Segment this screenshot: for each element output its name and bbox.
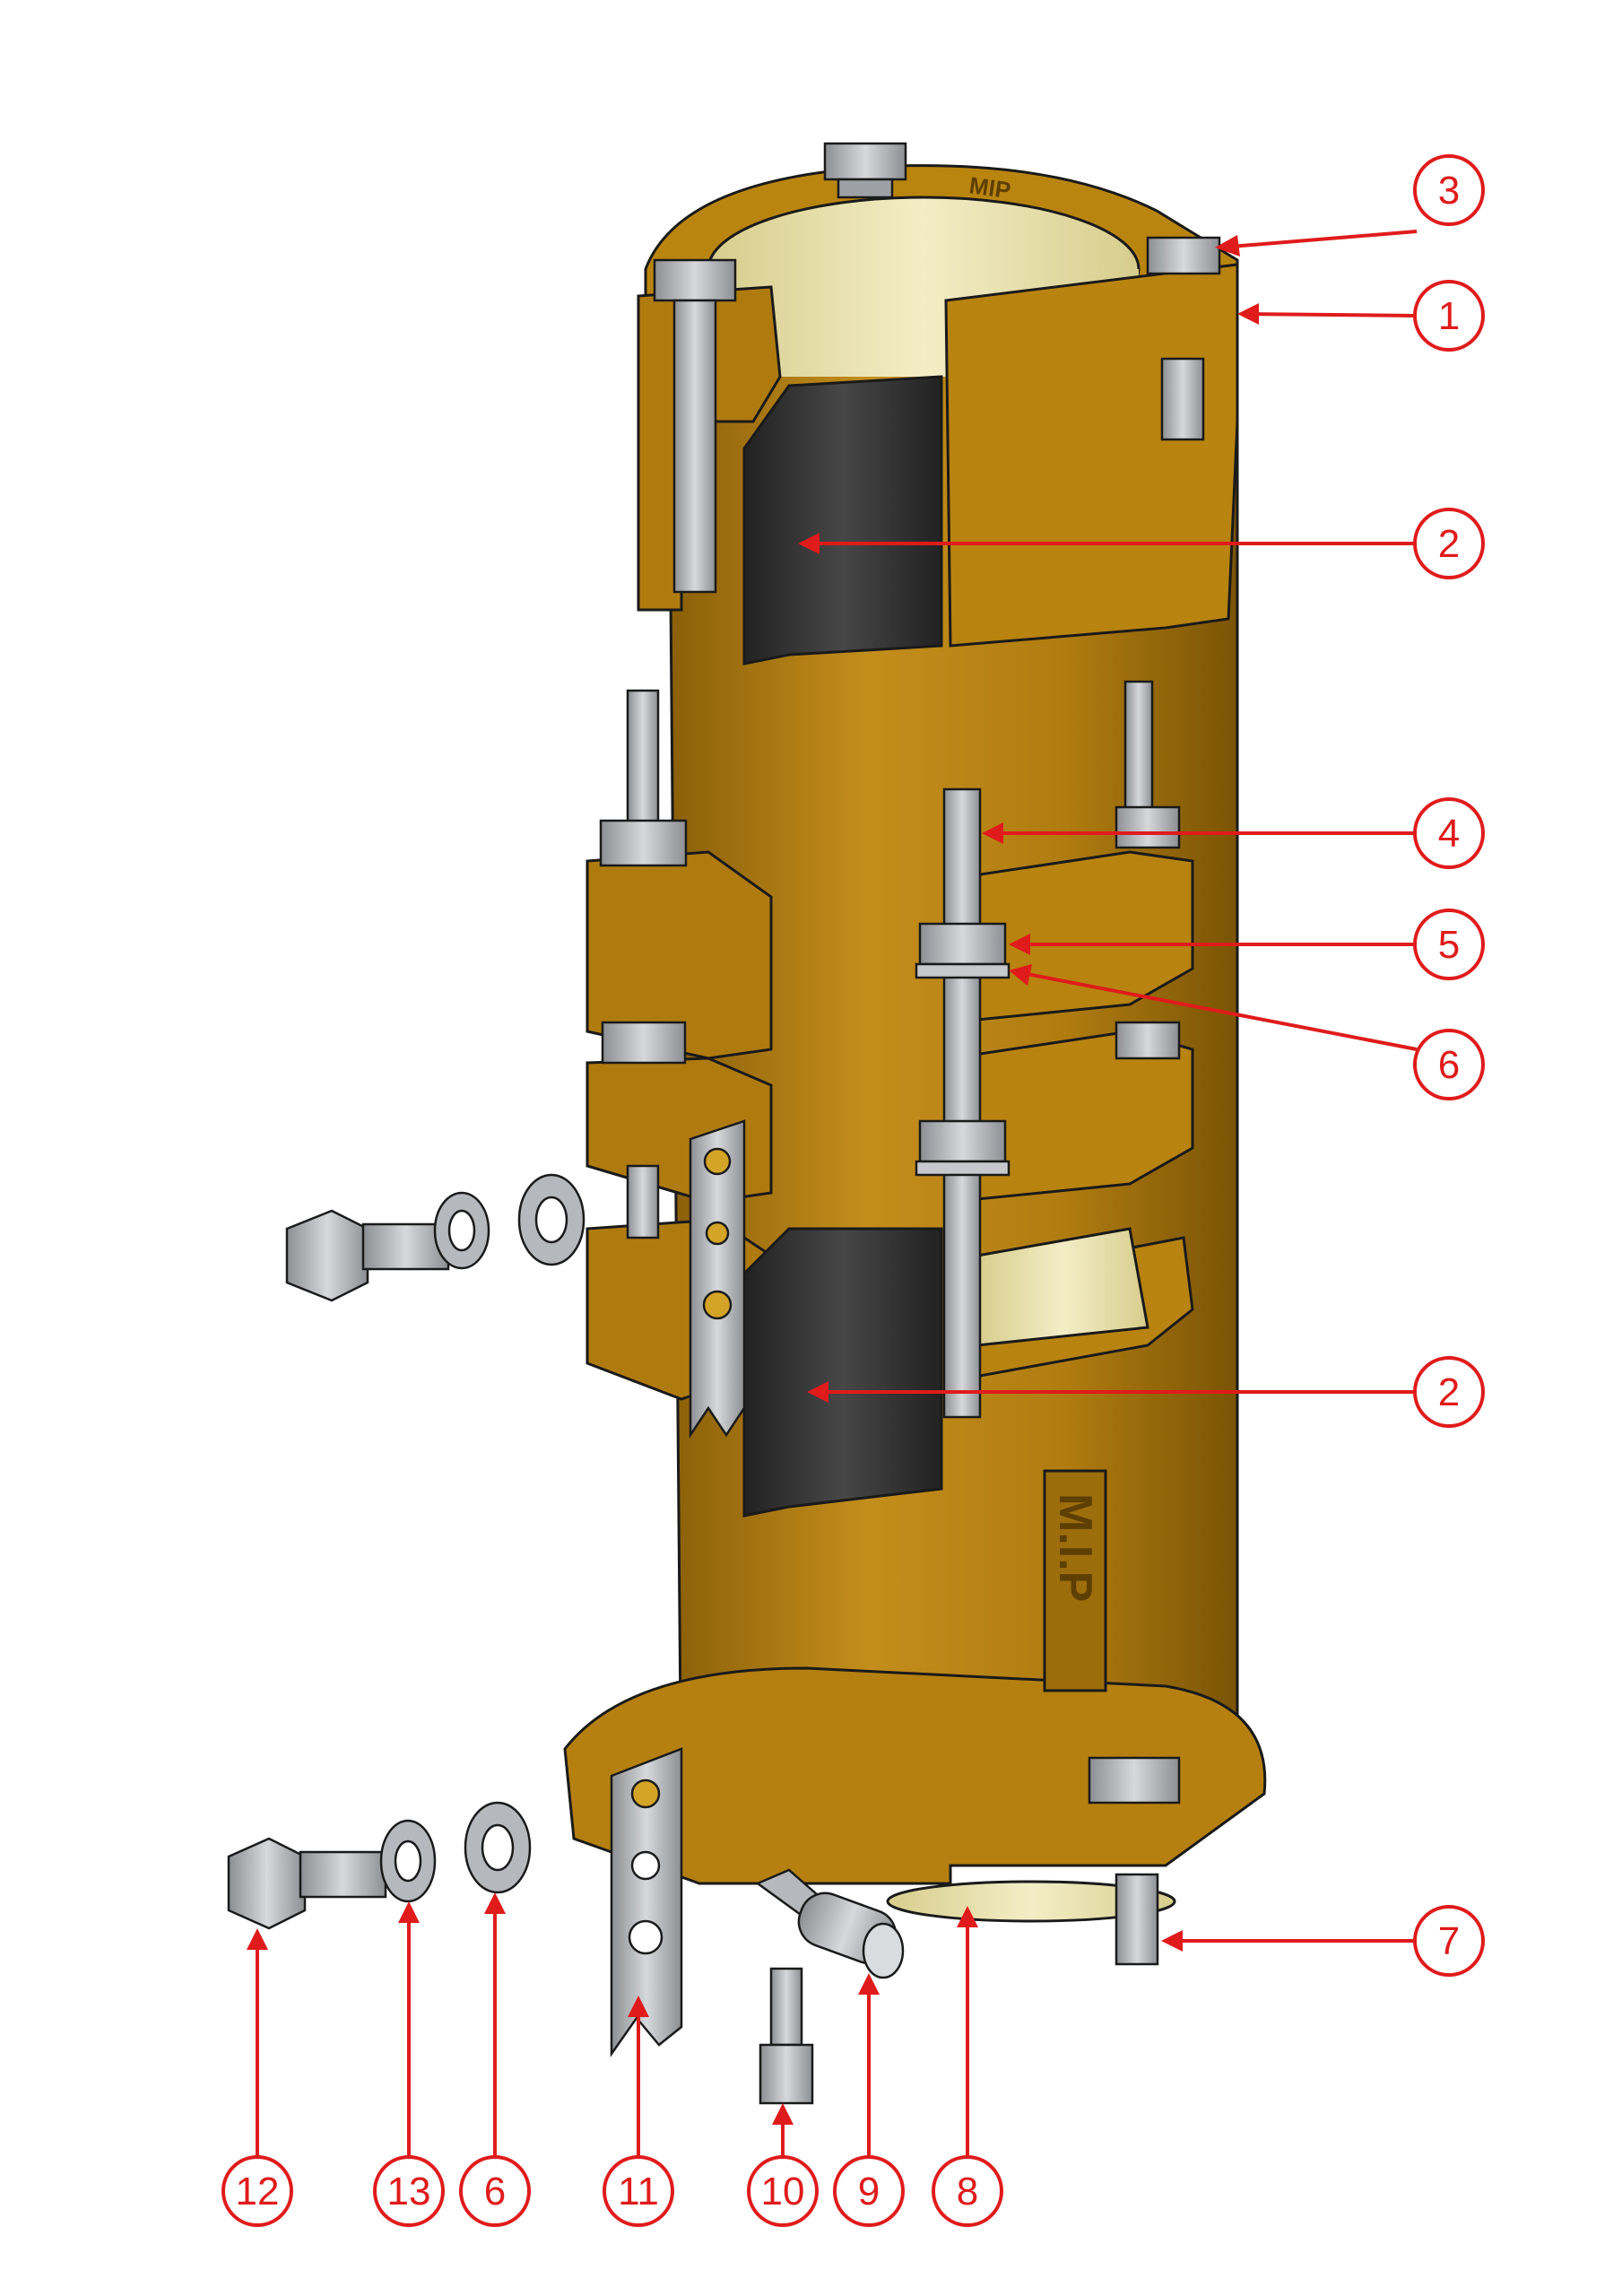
callout-label-2: 2 [1438,522,1460,566]
lower-rubber-gasket [742,1227,943,1518]
upper-right-clamp [944,263,1239,648]
callout-circle-7 [1413,1905,1485,1977]
callout-circle-13 [373,2155,445,2227]
cable-lug [755,1868,905,1979]
socket-cap-screw [759,1967,814,2105]
arrowheads [247,235,1259,2125]
callout-circle-9 [833,2155,905,2227]
loose-flat-washer-lower [464,1801,532,1894]
top-hex-bolt-left [653,258,737,594]
callout-label-3: 3 [1438,169,1460,213]
upper-rubber-gasket [742,375,943,665]
callout-label-7: 7 [1438,1919,1460,1963]
callout-circle-3 [1413,154,1485,226]
arrowhead-2-upper [798,533,820,554]
leader-lines [256,230,1418,2157]
long-stud [915,787,1010,1419]
loose-hex-bolt-upper [285,1209,450,1302]
right-rear-stud [1115,680,1181,1060]
bottom-hex-bolt [1088,1756,1181,1966]
callout-label-1: 1 [1438,294,1460,338]
callout-circle-11 [603,2155,674,2227]
body-plate-mark: M.I.P [1049,1493,1101,1602]
earthing-strap-lower [610,1747,683,2057]
callout-circle-12 [221,2155,293,2227]
leader-1 [1241,312,1418,317]
loose-hex-bolt-lower [227,1837,387,1930]
callout-circle-2 [1413,508,1485,579]
callout-circle-6 [1413,1029,1485,1100]
callout-label-9: 9 [858,2170,880,2213]
mid-upper-boss-left [585,850,773,1060]
callout-circle-1 [1413,280,1485,352]
callout-label-2: 2 [1438,1370,1460,1414]
loose-spring-washer-upper [433,1191,490,1270]
arrowhead-11 [628,1996,649,2017]
earthing-strap-upper [689,1119,746,1439]
callout-label-10: 10 [761,2170,805,2213]
top-hex-bolt-center [823,142,907,199]
callout-label-6: 6 [1438,1043,1460,1087]
callout-label-13: 13 [387,2170,431,2213]
fasteners [227,142,1221,2105]
callout-circle-6 [459,2155,531,2227]
leader-3 [1219,230,1418,249]
callout-label-8: 8 [957,2170,978,2213]
loose-spring-washer-lower [379,1819,437,1903]
left-stud-lower [601,1021,687,1239]
bottom-liner-rim [886,1880,1176,1923]
name-plate [1043,1469,1107,1692]
arrowhead-12 [247,1928,268,1950]
callout-circle-10 [747,2155,819,2227]
arrowhead-5 [1009,934,1030,955]
left-stud-upper [599,689,688,867]
top-hex-bolt-right [1146,236,1221,441]
loose-flat-washer-upper [517,1173,585,1266]
arrowhead-10 [772,2103,794,2125]
arrowhead-13 [398,1901,420,1923]
arrowhead-6-right [1009,964,1032,986]
callout-label-12: 12 [236,2170,280,2213]
arrowhead-7 [1161,1930,1183,1952]
callout-label-11: 11 [618,2170,659,2213]
arrowhead-8 [957,1906,978,1927]
arrowhead-4 [982,822,1003,844]
arrowhead-9 [858,1973,880,1995]
callout-circle-8 [932,2155,1003,2227]
callout-label-4: 4 [1438,812,1460,856]
callout-circle-5 [1413,909,1485,980]
callout-circle-4 [1413,797,1485,869]
leader-6-right [1012,970,1418,1051]
arrowhead-6-bottom [484,1892,506,1914]
bottom-flange [563,1666,1267,1885]
callout-label-6: 6 [484,2170,506,2213]
arrowhead-2-lower [807,1381,828,1403]
arrowhead-1 [1237,303,1259,325]
callout-label-5: 5 [1438,923,1460,967]
arrowhead-3 [1215,235,1240,257]
top-flange-mark: MIP [967,171,1012,204]
callout-circle-2 [1413,1356,1485,1428]
